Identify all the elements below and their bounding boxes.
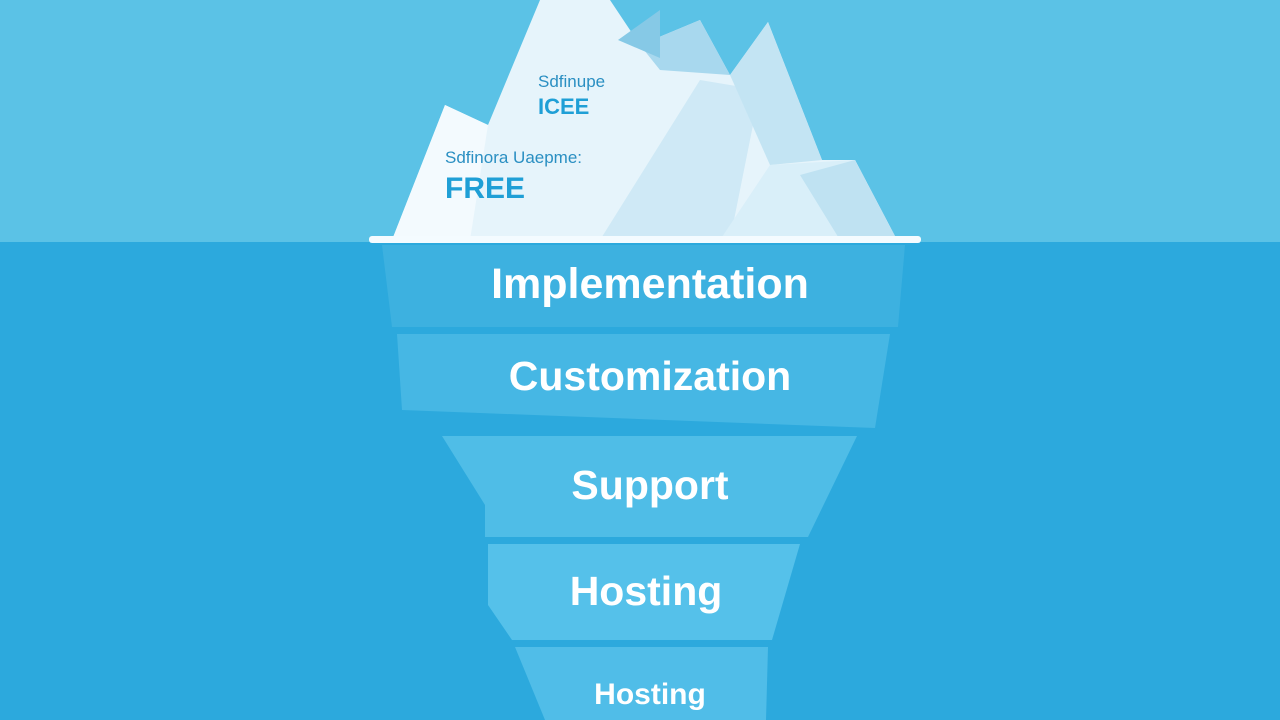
iceberg-facet-peak (640, 20, 730, 75)
tier-3-label: Support (571, 462, 728, 508)
tier-5: Hosting (515, 647, 768, 720)
iceberg-facet-right-slope (800, 160, 897, 240)
tier-1-shape (382, 245, 905, 327)
tier-2: Customization (397, 334, 890, 428)
tip-label-big-1: ICEE (538, 94, 589, 119)
iceberg-facet-center (600, 80, 760, 240)
iceberg-facet-left (392, 105, 488, 240)
tier-5-shape (515, 647, 768, 720)
tier-5-label: Hosting (594, 678, 706, 711)
tier-3: Support (442, 436, 857, 537)
iceberg-tip: Sdfinupe ICEE Sdfinora Uaepme: FREE (392, 0, 897, 240)
waterline (369, 236, 921, 243)
tier-2-shape (397, 334, 890, 428)
tier-4-shape (488, 544, 800, 640)
tip-label-big-2: FREE (445, 172, 525, 205)
iceberg-facet-right-peak (730, 22, 822, 165)
tier-4: Hosting (488, 544, 800, 640)
tier-3-shape (442, 436, 857, 537)
tier-4-label: Hosting (570, 568, 723, 614)
tier-1-label: Implementation (491, 260, 809, 308)
tip-label-small-1: Sdfinupe (538, 72, 605, 91)
tip-label-small-2: Sdfinora Uaepme: (445, 148, 582, 167)
tier-1: Implementation (382, 245, 905, 327)
tier-2-label: Customization (509, 353, 791, 399)
iceberg-facet-notch (618, 10, 660, 58)
